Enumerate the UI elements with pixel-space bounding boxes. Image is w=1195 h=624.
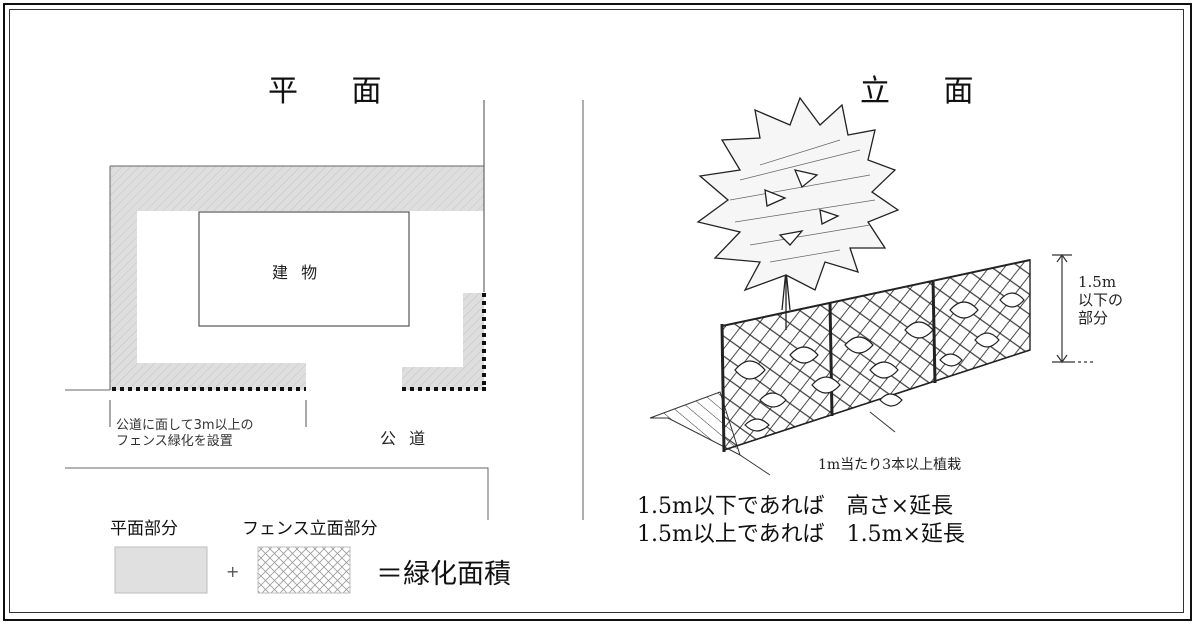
formula-line2: 1.5m以上であれば 1.5m×延長 <box>637 522 965 547</box>
building-label: 建 物 <box>272 263 322 282</box>
fence-post-2 <box>828 301 834 417</box>
legend-fence-swatch <box>257 546 351 594</box>
tree <box>696 96 900 330</box>
elevation-view <box>649 96 1095 476</box>
planting-label: 1m当たり3本以上植栽 <box>818 457 962 473</box>
fence-post-3 <box>931 279 937 384</box>
tree-canopy <box>696 96 900 292</box>
inner-frame <box>9 9 1184 613</box>
legend-result: ＝緑化面積 <box>376 559 511 590</box>
plan-green-corner <box>402 293 484 390</box>
legend-plus: + <box>226 562 240 581</box>
legend-flat-label: 平面部分 <box>110 519 178 539</box>
elevation-title: 立 面 <box>860 74 996 109</box>
fence-note-line1: 公道に面して3m以上の <box>116 418 254 433</box>
height-dimension <box>1052 253 1095 364</box>
height-label-line2: 以下の <box>1078 291 1124 309</box>
road-label: 公 道 <box>380 429 430 448</box>
plan-green-area <box>110 166 484 390</box>
height-label-line3: 部分 <box>1078 309 1109 327</box>
plan-view <box>65 100 489 520</box>
legend-swatches <box>114 546 351 594</box>
height-label-line1: 1.5m <box>1078 273 1117 291</box>
fence-note-line2: フェンス緑化を設置 <box>116 434 233 449</box>
fence-post-1 <box>720 323 726 453</box>
outer-frame <box>3 3 1192 621</box>
fence-panel <box>721 259 1031 451</box>
formula-line1: 1.5m以下であれば 高さ×延長 <box>637 494 954 519</box>
plan-dimension-bracket <box>109 400 307 427</box>
plan-road-edge <box>65 467 489 520</box>
plan-title: 平 面 <box>268 74 404 109</box>
plan-building <box>198 211 410 327</box>
legend-fence-label: フェンス立面部分 <box>242 519 378 539</box>
fence-climbing-plants <box>734 292 1025 432</box>
legend-flat-swatch <box>114 546 208 594</box>
